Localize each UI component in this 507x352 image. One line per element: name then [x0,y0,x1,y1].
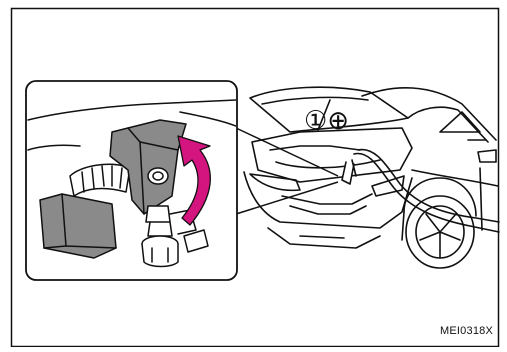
figure-code: MEI0318X [440,325,493,337]
zoom-inset [26,81,237,280]
positive-terminal-callout: ①⊕ [304,108,349,134]
car-illustration [244,87,498,268]
